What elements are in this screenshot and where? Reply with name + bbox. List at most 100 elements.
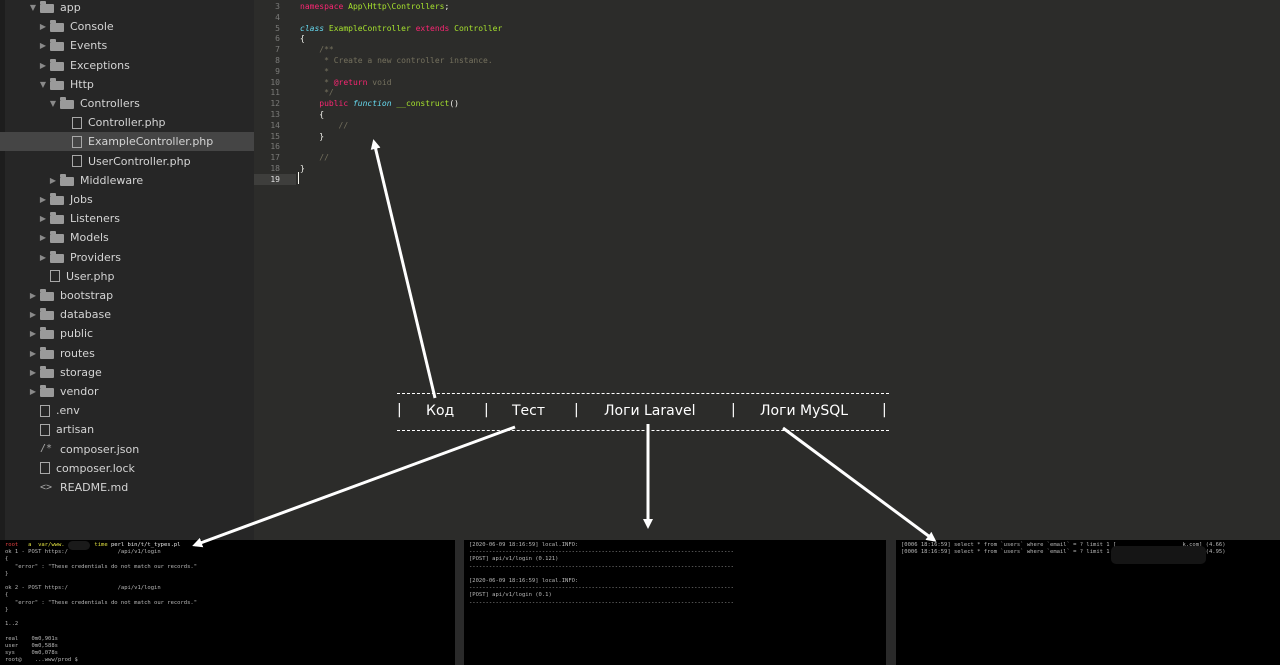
menu-item-mysql-logs: Логи MySQL [760, 403, 849, 419]
code-text: * [300, 66, 329, 77]
file-icon [40, 423, 50, 436]
tree-item[interactable]: ▶Events [0, 36, 254, 55]
tree-item[interactable]: composer.lock [0, 459, 254, 478]
code-text: namespace App\Http\Controllers; [300, 1, 449, 12]
tree-item-label: database [60, 308, 111, 322]
folder-icon [50, 231, 64, 244]
tree-item[interactable]: ▶ database [0, 305, 254, 324]
terminal-test[interactable]: root a /var/www. time perl bin/t/t_types… [0, 540, 455, 665]
tree-item[interactable]: <>README.md [0, 478, 254, 497]
tree-item[interactable]: ▶Console [0, 17, 254, 36]
folder-icon [40, 1, 54, 13]
code-line: 18} [254, 163, 1280, 174]
collapsed-chevron-icon[interactable]: ▶ [29, 291, 37, 300]
tree-item[interactable]: ▶Middleware [0, 171, 254, 190]
collapsed-chevron-icon[interactable]: ▶ [39, 60, 47, 70]
tree-item[interactable]: User.php [0, 267, 254, 286]
menu-separator: | [397, 402, 402, 418]
file-icon [72, 155, 82, 168]
code-line: 9 * [254, 66, 1280, 77]
terminal-line: } [5, 570, 9, 577]
code-line: 12 public function __construct() [254, 98, 1280, 109]
code-token: @return [333, 77, 373, 87]
code-token: public [300, 99, 353, 109]
code-line: 14 // [254, 120, 1280, 131]
tree-item[interactable]: ▶ bootstrap [0, 286, 254, 305]
collapsed-chevron-icon[interactable]: ▶ [29, 329, 37, 339]
tree-item-label: Exceptions [70, 58, 130, 72]
tree-item[interactable]: ▶ Exceptions [0, 56, 254, 75]
tree-item[interactable]: artisan [0, 420, 254, 439]
collapsed-chevron-icon[interactable]: ▶ [29, 387, 37, 396]
code-line: 6{ [254, 33, 1280, 44]
tree-item[interactable]: ▶Jobs [0, 190, 254, 209]
tree-item-label: bootstrap [60, 289, 114, 302]
redaction [32, 541, 38, 549]
file-tree-sidebar: ▼app▶Console▶Events▶Exceptions▼Http▼Cont… [0, 0, 254, 540]
menu-item-test: Тест [512, 403, 546, 419]
code-text: */ [300, 87, 334, 98]
terminal-mysql-logs[interactable]: [0006 18:16:59] select * from `users` wh… [896, 540, 1280, 665]
tree-item[interactable]: ▶public [0, 324, 254, 343]
terminal-laravel-logs[interactable]: [2020-06-09 18:16:59] local.INFO:-------… [464, 540, 886, 665]
menu-separator: | [882, 402, 887, 418]
collapsed-chevron-icon[interactable]: ▶ [39, 41, 47, 51]
terminal-line: "error" : "These credentials do not matc… [5, 599, 198, 606]
line-number: 12 [270, 99, 280, 109]
collapsed-chevron-icon[interactable]: ▶ [39, 214, 47, 224]
tree-item-label: Http [70, 77, 94, 91]
tree-item[interactable]: .env [0, 401, 254, 420]
expanded-chevron-icon[interactable]: ▼ [39, 79, 47, 89]
code-text: * Create a new controller instance. [300, 55, 493, 66]
code-text: public function __construct() [300, 98, 459, 109]
code-token: /** [300, 45, 334, 55]
expanded-chevron-icon[interactable]: ▼ [49, 99, 57, 108]
terminal-line: { [5, 556, 9, 563]
tree-item-label: Listeners [70, 212, 120, 226]
tree-item[interactable]: ▶routes [0, 344, 254, 363]
expanded-chevron-icon[interactable]: ▼ [29, 3, 37, 12]
terminal-line: [0006 18:16:59] select * from `users` wh… [901, 542, 1226, 548]
prompt-user: root [5, 542, 19, 548]
code-token: ExampleController [328, 23, 416, 33]
collapsed-chevron-icon[interactable]: ▶ [29, 310, 37, 320]
terminal-line: sys 0m0,078s [5, 650, 58, 656]
collapsed-chevron-icon[interactable]: ▶ [29, 348, 37, 358]
line-number: 15 [270, 131, 280, 141]
tree-item[interactable]: ▶Models [0, 228, 254, 247]
tree-item[interactable]: ▼Controllers [0, 94, 254, 113]
tree-item[interactable]: Controller.php [0, 113, 254, 132]
collapsed-chevron-icon[interactable]: ▶ [39, 233, 47, 243]
code-token: { [300, 34, 305, 44]
code-token: () [449, 99, 459, 109]
tree-item-label: User.php [66, 269, 115, 283]
code-token: // [300, 153, 329, 163]
tree-item[interactable]: UserController.php [0, 152, 254, 171]
collapsed-chevron-icon[interactable]: ▶ [39, 252, 47, 262]
terminal-line: [2020-06-09 18:16:59] local.INFO: [469, 578, 579, 584]
code-line: 16 [254, 141, 1280, 152]
line-number: 6 [275, 34, 280, 44]
tree-item[interactable]: ▼ app [0, 0, 254, 17]
tree-item[interactable]: ▶ Listeners [0, 209, 254, 228]
tree-item[interactable]: ▼ Http [0, 75, 254, 94]
code-token: __construct [396, 99, 450, 109]
folder-icon [50, 193, 64, 205]
sidebar-scrollbar[interactable] [0, 0, 5, 540]
collapsed-chevron-icon[interactable]: ▶ [39, 195, 47, 204]
tree-item[interactable]: ExampleController.php [0, 132, 254, 152]
tree-item[interactable]: /*composer.json [0, 440, 254, 459]
code-token: function [352, 99, 397, 109]
collapsed-chevron-icon[interactable]: ▶ [29, 367, 37, 377]
folder-icon [50, 39, 64, 52]
collapsed-chevron-icon[interactable]: ▶ [39, 22, 47, 32]
tree-item-label: app [60, 1, 81, 14]
tree-item[interactable]: ▶storage [0, 363, 254, 382]
tree-item[interactable]: ▶vendor [0, 382, 254, 401]
tree-item[interactable]: ▶Providers [0, 248, 254, 267]
code-token: namespace [300, 2, 349, 11]
collapsed-chevron-icon[interactable]: ▶ [49, 175, 57, 185]
code-line: 8 * Create a new controller instance. [254, 55, 1280, 66]
